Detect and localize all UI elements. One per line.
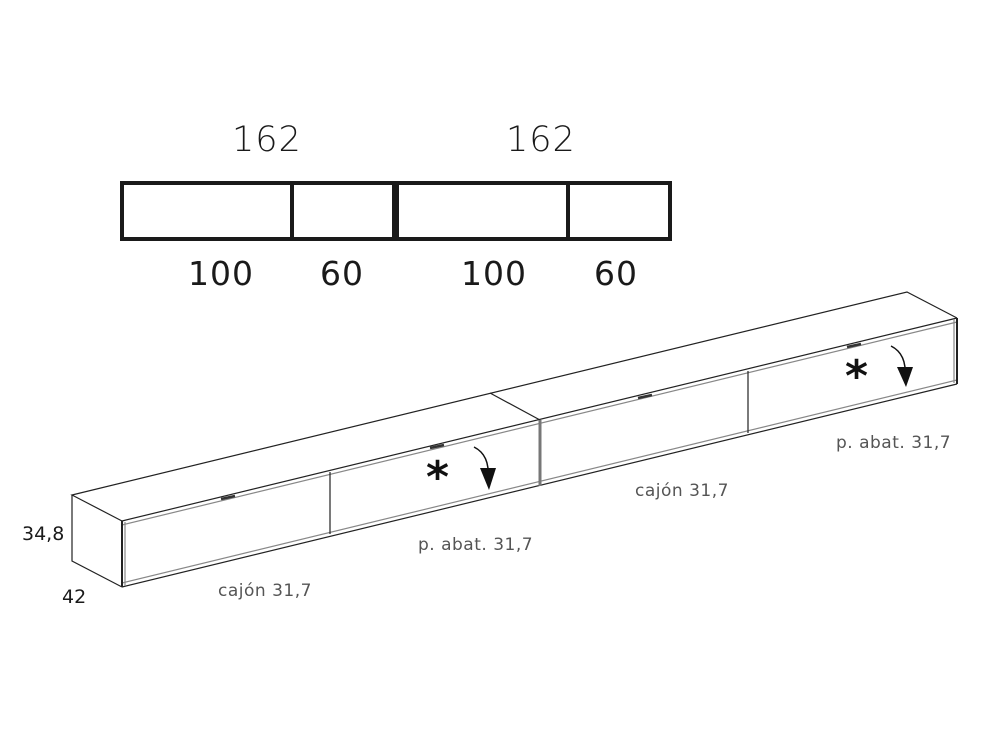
handle-icon [846, 342, 862, 349]
flap-door-label-2: p. abat. 31,7 [836, 433, 952, 453]
compartment-4-width: 60 [594, 254, 638, 293]
depth-label: 42 [62, 586, 87, 608]
iso-left-side [71, 495, 123, 588]
iso-top-edge [70, 291, 958, 522]
flap-marker-1: * [426, 452, 450, 503]
iso-front-top [121, 317, 958, 522]
arrowhead-icon [480, 468, 496, 490]
module-1-width-label: 162 [232, 120, 302, 160]
arrowhead-icon [897, 367, 913, 387]
compartment-2-width: 60 [320, 254, 364, 293]
drawer-label-1: cajón 31,7 [218, 581, 312, 601]
compartment-3-width: 100 [461, 254, 527, 293]
handles [220, 342, 862, 501]
plan-view [120, 181, 672, 241]
flap-arrow-2 [890, 345, 913, 387]
handle-icon [220, 494, 236, 501]
plan-module-2 [395, 181, 672, 241]
handle-icon [429, 443, 445, 450]
flap-arrow-1 [473, 446, 496, 490]
plan-module-1 [120, 181, 396, 241]
drawer-label-2: cajón 31,7 [635, 481, 729, 501]
handle-icon [637, 393, 653, 400]
flap-door-label-1: p. abat. 31,7 [418, 535, 534, 555]
module-2-width-label: 162 [506, 120, 576, 160]
flap-marker-2: * [845, 351, 869, 402]
iso-top-seam [489, 392, 541, 421]
height-label: 34,8 [22, 523, 65, 545]
iso-view [70, 291, 958, 588]
compartment-1-width: 100 [188, 254, 254, 293]
